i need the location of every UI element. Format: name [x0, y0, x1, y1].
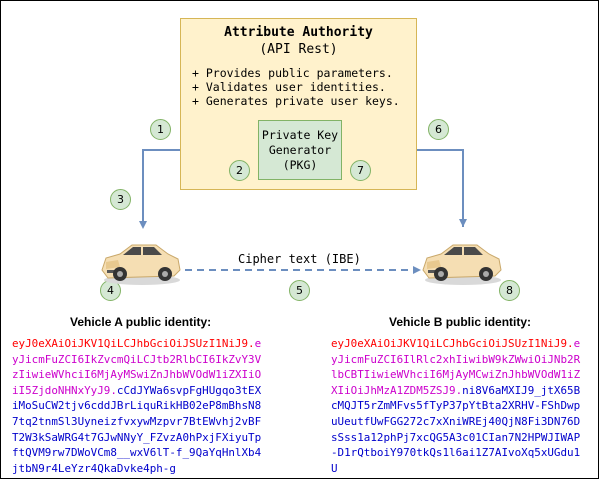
private-key-generator-box: Private Key Generator (PKG)	[258, 120, 342, 180]
attribute-authority-box: Attribute Authority (API Rest) + Provide…	[180, 18, 417, 190]
vehicle-b-token-payload: eyJicmFuZCI6IlRlc2xhIiwibW9kZWwiOiJNb2Rl…	[331, 337, 581, 397]
vehicle-a-identity-title: Vehicle A public identity:	[70, 315, 212, 329]
step-badge-2: 2	[229, 160, 250, 181]
cipher-text-label: Cipher text (IBE)	[238, 252, 361, 266]
vehicle-b-token-signature: ni8V6aMXIJ9_jtX65BcMQJT5rZmMFvs5fTyP37pY…	[331, 383, 581, 475]
step-badge-7: 7	[350, 160, 371, 181]
vehicle-b-token: eyJ0eXAiOiJKV1QiLCJhbGciOiJSUzI1NiJ9.eyJ…	[331, 336, 586, 476]
vehicle-b-identity-title: Vehicle B public identity:	[389, 315, 532, 329]
pkg-label-line: Generator	[268, 143, 332, 157]
step-badge-5: 5	[289, 280, 310, 301]
authority-bullets: + Provides public parameters. + Validate…	[192, 66, 400, 108]
vehicle-a-token-header: eyJ0eXAiOiJKV1QiLCJhbGciOiJSUzI1NiJ9.	[12, 337, 255, 350]
authority-bullet: + Validates user identities.	[192, 80, 386, 94]
vehicle-b-token-header: eyJ0eXAiOiJKV1QiLCJhbGciOiJSUzI1NiJ9.	[331, 337, 574, 350]
authority-subtitle: (API Rest)	[259, 42, 338, 57]
vehicle-a-token-signature: cCdJYWa6svpFgHUgqo3tEXiMoSuCW2tjv6cddJBr…	[12, 383, 262, 475]
step-badge-3: 3	[110, 189, 131, 210]
authority-title: Attribute Authority	[224, 25, 373, 40]
car-icon-vehicle-b	[422, 244, 502, 285]
step-badge-1: 1	[150, 119, 171, 140]
authority-bullet: + Generates private user keys.	[192, 94, 400, 108]
authority-bullet: + Provides public parameters.	[192, 66, 393, 80]
step-badge-6: 6	[428, 119, 449, 140]
vehicle-a-token-payload: eyJicmFuZCI6IkZvcmQiLCJtb2RlbCI6IkZvY3Vz…	[12, 337, 262, 397]
pkg-label-line: Private Key	[261, 128, 339, 142]
vehicle-a-token: eyJ0eXAiOiJKV1QiLCJhbGciOiJSUzI1NiJ9.eyJ…	[12, 336, 267, 476]
step-badge-8: 8	[499, 280, 520, 301]
pkg-label-line: (PKG)	[282, 158, 318, 172]
car-icon-vehicle-a	[101, 244, 181, 285]
